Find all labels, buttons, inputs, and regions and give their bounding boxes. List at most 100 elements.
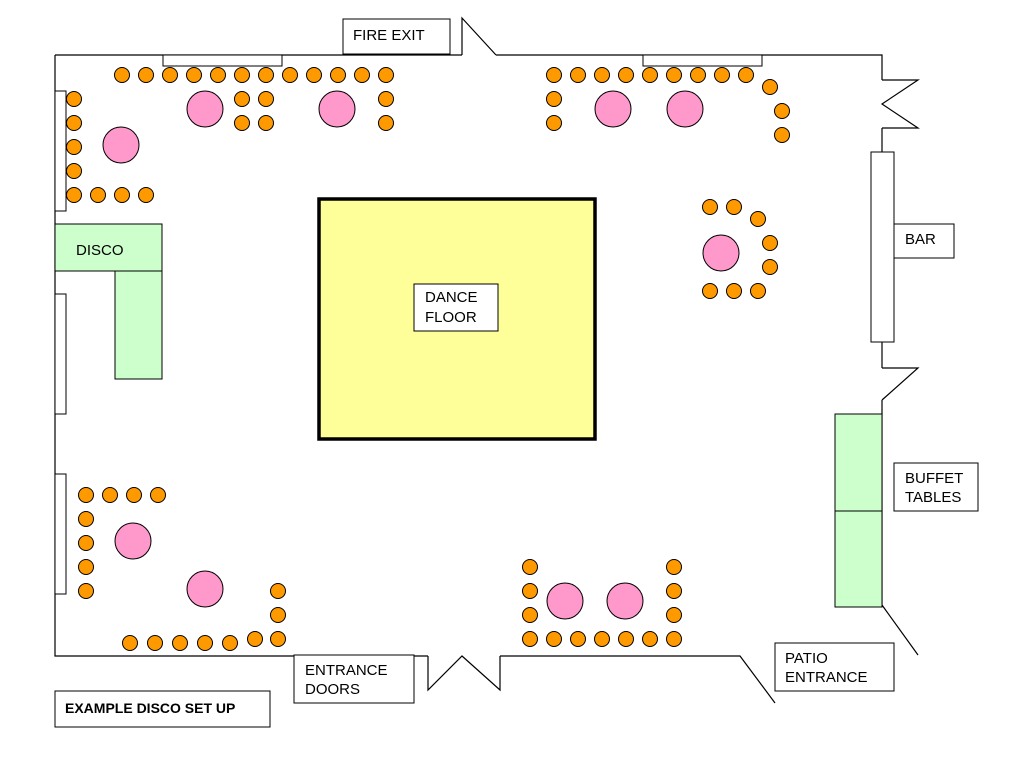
chair: [726, 199, 742, 215]
chair: [594, 67, 610, 83]
window-left-2: [54, 293, 67, 415]
chair: [666, 67, 682, 83]
chair: [162, 67, 178, 83]
chair: [642, 631, 658, 647]
chair: [258, 91, 274, 107]
chair: [750, 211, 766, 227]
chair: [690, 67, 706, 83]
chair: [114, 67, 130, 83]
chair: [234, 91, 250, 107]
disco-desk-extension: [114, 270, 163, 380]
dance-floor-label-box: [413, 283, 499, 332]
chair: [234, 67, 250, 83]
chair: [570, 67, 586, 83]
fire-exit-label: FIRE EXIT: [353, 27, 425, 44]
buffet-label-line1: BUFFET: [905, 470, 963, 487]
buffet-label-line2: TABLES: [905, 489, 961, 506]
chair: [270, 583, 286, 599]
chair: [102, 487, 118, 503]
chair: [762, 79, 778, 95]
entrance-label-box: [293, 654, 415, 704]
chair: [78, 511, 94, 527]
dance-floor-label-line2: FLOOR: [425, 309, 477, 326]
chair: [702, 283, 718, 299]
chair: [90, 187, 106, 203]
chair: [66, 187, 82, 203]
chair: [78, 487, 94, 503]
chair: [774, 127, 790, 143]
chair: [197, 635, 213, 651]
patio-label-line1: PATIO: [785, 650, 828, 667]
buffet-table-2: [834, 510, 883, 608]
chair: [66, 163, 82, 179]
chair: [738, 67, 754, 83]
chair: [306, 67, 322, 83]
chair: [282, 67, 298, 83]
window-left-1: [54, 90, 67, 212]
round-table: [594, 90, 632, 128]
bar-label: BAR: [905, 231, 936, 248]
chair: [546, 67, 562, 83]
chair: [666, 607, 682, 623]
chair: [78, 583, 94, 599]
disco-desk: [54, 223, 163, 272]
chair: [378, 91, 394, 107]
chair: [172, 635, 188, 651]
chair: [714, 67, 730, 83]
round-table: [318, 90, 356, 128]
wall-fixtures: [54, 54, 895, 595]
chair: [762, 259, 778, 275]
chair: [546, 91, 562, 107]
chair: [666, 559, 682, 575]
chair: [222, 635, 238, 651]
fire-exit-door: [461, 16, 497, 56]
round-table: [666, 90, 704, 128]
buffet-table-1: [834, 413, 883, 512]
round-table: [186, 570, 224, 608]
chair: [138, 187, 154, 203]
chair: [522, 607, 538, 623]
right-door: [881, 367, 920, 401]
chair: [78, 559, 94, 575]
chair: [378, 115, 394, 131]
chair: [726, 283, 742, 299]
chair: [258, 115, 274, 131]
patio-label-line2: ENTRANCE: [785, 669, 868, 686]
chair: [378, 67, 394, 83]
chair: [234, 115, 250, 131]
patio-label-box: [774, 642, 895, 692]
chair: [702, 199, 718, 215]
chair: [247, 631, 263, 647]
chair: [78, 535, 94, 551]
chair: [594, 631, 610, 647]
chair: [114, 187, 130, 203]
chair: [150, 487, 166, 503]
chair: [546, 631, 562, 647]
chair: [138, 67, 154, 83]
example-title: EXAMPLE DISCO SET UP: [65, 700, 235, 716]
round-table: [606, 582, 644, 620]
buffet-label-box: [893, 462, 979, 512]
chair: [270, 607, 286, 623]
chair: [270, 631, 286, 647]
chair: [666, 631, 682, 647]
round-table: [546, 582, 584, 620]
wall-top-right: [496, 54, 883, 80]
bar-label-box: [893, 223, 955, 259]
fire-exit-label-box: [342, 18, 451, 55]
chair: [122, 635, 138, 651]
chair: [354, 67, 370, 83]
chairs: [66, 67, 790, 651]
chair: [522, 631, 538, 647]
chair: [666, 583, 682, 599]
dance-floor-label-line1: DANCE: [425, 289, 478, 306]
chair: [186, 67, 202, 83]
chair: [66, 91, 82, 107]
bar-door: [880, 79, 920, 129]
round-table: [114, 522, 152, 560]
chair: [126, 487, 142, 503]
wall-bottom-right: [500, 655, 776, 704]
disco-label: DISCO: [76, 242, 124, 259]
round-table: [702, 234, 740, 272]
